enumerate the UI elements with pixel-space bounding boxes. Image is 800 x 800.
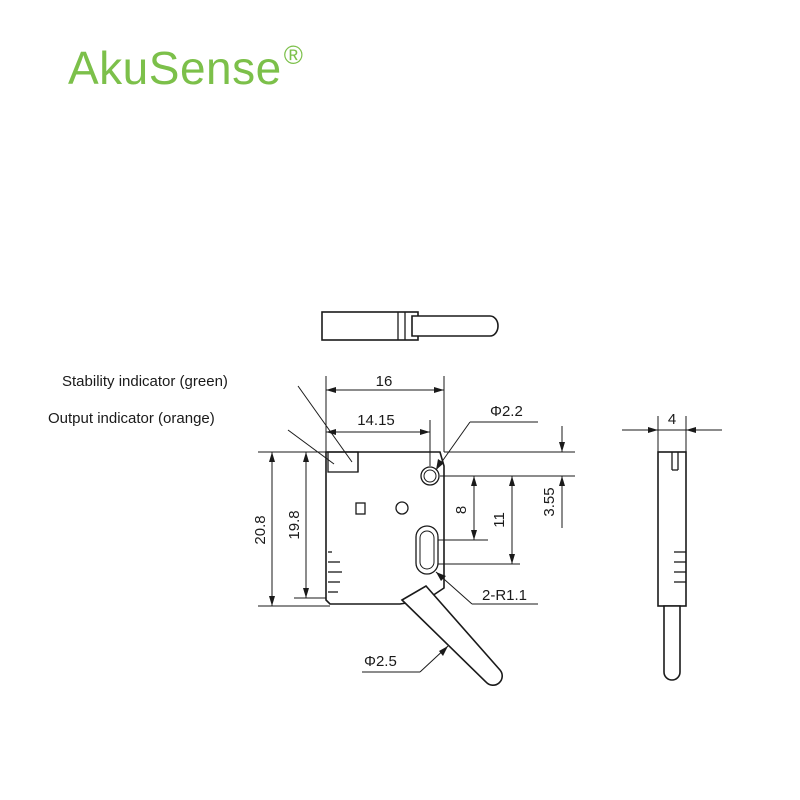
dim-3-55-label: 3.55 [541, 487, 558, 516]
top-view-cable [411, 315, 499, 337]
akusense-logo: AkuSense® [68, 42, 303, 91]
dim-19-8-label: 19.8 [286, 510, 303, 539]
cable [400, 584, 503, 686]
side-view-body [657, 451, 687, 607]
dim-cable-diameter: Φ2.5 [362, 645, 449, 673]
registered-mark: ® [283, 40, 304, 70]
dim-side-thickness: 4 [622, 411, 722, 452]
dim-phi-2-2-label: Φ2.2 [490, 403, 523, 420]
dim-2-r1-1-label: 2-R1.1 [482, 587, 527, 604]
top-view-body [321, 311, 419, 341]
dim-4-label: 4 [668, 411, 676, 428]
mounting-slot [415, 525, 439, 575]
indicator-square [355, 502, 366, 515]
side-view [657, 451, 687, 681]
dim-heights: 20.8 19.8 [252, 451, 330, 607]
output-indicator-label: Output indicator (orange) [48, 410, 215, 427]
front-view [325, 451, 503, 686]
small-circle [395, 501, 409, 515]
mounting-hole [420, 466, 440, 486]
side-view-cable [663, 605, 681, 681]
top-view [321, 311, 499, 341]
dim-phi-2-5-label: Φ2.5 [364, 653, 397, 670]
dim-right-side: 8 11 3.55 [438, 426, 575, 565]
dim-slot-radius: 2-R1.1 [435, 571, 538, 605]
dim-hole-diameter: Φ2.2 [435, 403, 538, 471]
stability-indicator-label: Stability indicator (green) [62, 373, 228, 390]
dim-width-indicator: 14.15 [326, 412, 431, 466]
brand-name: AkuSense [68, 42, 282, 94]
dim-width-total: 16 [325, 373, 445, 452]
dim-11-label: 11 [491, 512, 508, 528]
dim-20-8-label: 20.8 [252, 515, 269, 544]
indicator-labels: Stability indicator (green) Output indic… [48, 373, 353, 465]
sensor-body [325, 451, 445, 605]
dim-14-15-label: 14.15 [357, 412, 395, 429]
dim-16-label: 16 [376, 373, 393, 390]
dim-8-label: 8 [453, 506, 470, 514]
